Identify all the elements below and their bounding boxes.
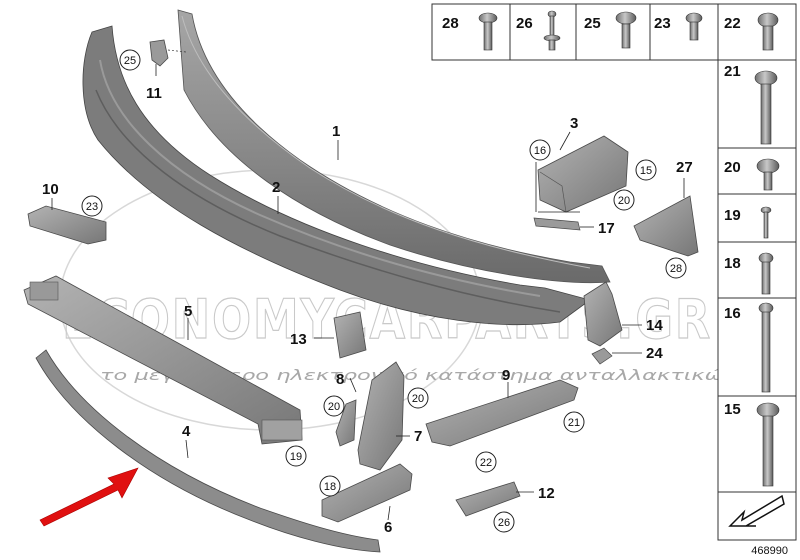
ref-16: 16	[529, 139, 551, 161]
ref-15: 15	[635, 159, 657, 181]
part-3-mounting-bracket	[537, 135, 629, 213]
fastener-21-label: 21	[724, 63, 741, 80]
callout-17: 17	[598, 220, 615, 237]
part-24-clip	[591, 347, 613, 365]
ref-15-label: 15	[640, 165, 652, 177]
fastener-16-label: 16	[724, 305, 741, 322]
part-13-block	[333, 311, 367, 359]
ref-28-label: 28	[670, 263, 682, 275]
callout-14: 14	[646, 317, 663, 334]
ref-25: 25	[119, 49, 141, 71]
fastener-21: 21	[724, 63, 778, 145]
direction-icon	[728, 494, 785, 527]
fastener-28: 28	[442, 12, 498, 51]
part-4-lower-strip	[35, 349, 381, 553]
fastener-22: 22	[724, 12, 779, 51]
part-17-plate	[533, 217, 581, 231]
ref-23: 23	[81, 195, 103, 217]
part-27-bracket	[633, 195, 699, 257]
leader-lines	[51, 64, 685, 521]
fastener-28-label: 28	[442, 15, 459, 32]
callout-6: 6	[384, 519, 392, 536]
ref-18: 18	[319, 475, 341, 497]
ref-21: 21	[563, 411, 585, 433]
fastener-19-label: 19	[724, 207, 741, 224]
fastener-19: 19	[724, 206, 772, 239]
part-14-mount	[583, 281, 623, 347]
fastener-18-label: 18	[724, 255, 741, 272]
fastener-20: 20	[724, 158, 780, 191]
fastener-26-label: 26	[516, 15, 533, 32]
fastener-15: 15	[724, 401, 780, 487]
callout-2: 2	[272, 179, 280, 196]
callout-27: 27	[676, 159, 693, 176]
watermark-sub-text: το μεγαλύτερο ηλεκτρονικό κατάστημα αντα…	[100, 368, 736, 384]
callout-3: 3	[570, 115, 578, 132]
part-6-crash-box	[321, 463, 413, 523]
callout-numbers: 1 2 3 4 5 6 7 8 9 10 11 12 13 14 17 24 2…	[42, 85, 693, 536]
part-12-plate	[455, 481, 521, 517]
fastener-25-label: 25	[584, 15, 601, 32]
ref-20-right-label: 20	[412, 393, 424, 405]
callout-4: 4	[182, 423, 191, 440]
reference-number: 468990	[751, 545, 788, 557]
part-1-bumper-carrier	[177, 9, 611, 284]
ref-19-label: 19	[290, 451, 302, 463]
ref-23-label: 23	[86, 201, 98, 213]
callout-9: 9	[502, 367, 510, 384]
callout-8: 8	[336, 371, 344, 388]
ref-28: 28	[665, 257, 687, 279]
ref-19: 19	[285, 445, 307, 467]
ref-25-label: 25	[124, 55, 136, 67]
fastener-23-label: 23	[654, 15, 671, 32]
ref-16-label: 16	[534, 145, 546, 157]
fastener-26: 26	[516, 10, 561, 51]
fastener-25: 25	[584, 11, 637, 49]
ref-18-label: 18	[324, 481, 336, 493]
callout-5: 5	[184, 303, 192, 320]
ref-20-bracket: 20	[613, 189, 635, 211]
fastener-20-label: 20	[724, 159, 741, 176]
fastener-23: 23	[654, 12, 703, 41]
circled-references: 25 23 16 15 20 28 21 22 20 20 19 18 26	[81, 49, 687, 533]
ref-20-left: 20	[323, 395, 345, 417]
fastener-22-label: 22	[724, 15, 741, 32]
fastener-table-top: 28 26 25 23 22	[431, 3, 797, 61]
ref-20-left-label: 20	[328, 401, 340, 413]
part-9-side-rail	[425, 379, 579, 447]
ref-21-label: 21	[568, 417, 580, 429]
callout-7: 7	[414, 428, 422, 445]
ref-26-label: 26	[498, 517, 510, 529]
callout-12: 12	[538, 485, 555, 502]
fastener-15-label: 15	[724, 401, 741, 418]
callout-1: 1	[332, 123, 340, 140]
callout-13: 13	[290, 331, 307, 348]
fastener-16: 16	[724, 302, 774, 393]
ref-22-label: 22	[480, 457, 492, 469]
part-5-lower-support	[23, 275, 303, 445]
ref-20-right: 20	[407, 387, 429, 409]
fastener-table-side: 21 20 19 18 16 15	[717, 59, 797, 541]
ref-22: 22	[475, 451, 497, 473]
part-8-bracket	[335, 399, 357, 447]
ref-26: 26	[493, 511, 515, 533]
fastener-18: 18	[724, 252, 774, 295]
part-10-bracket	[27, 205, 107, 245]
part-2-energy-absorber	[82, 25, 591, 325]
callout-11: 11	[146, 85, 162, 102]
part-7-bracket	[357, 361, 405, 471]
direction-arrow	[39, 467, 139, 527]
callout-10: 10	[42, 181, 59, 198]
ref-20-bracket-label: 20	[618, 195, 630, 207]
part-11-clip	[149, 39, 187, 67]
callout-24: 24	[646, 345, 663, 362]
